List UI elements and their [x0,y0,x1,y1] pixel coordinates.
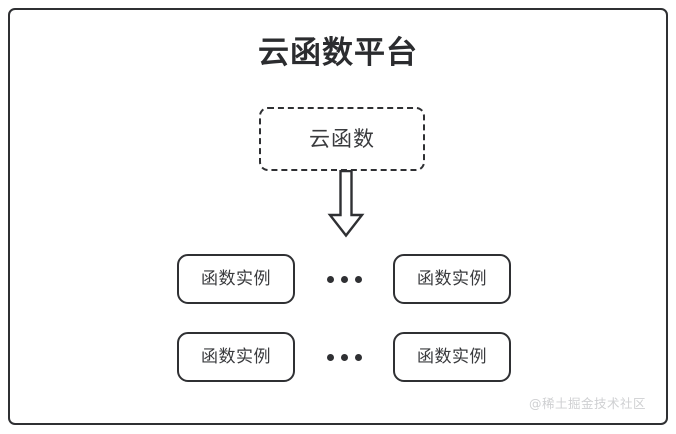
function-instance-node: 函数实例 [393,332,511,382]
function-instance-node: 函数实例 [177,332,295,382]
watermark: @稀土掘金技术社区 [528,395,646,411]
function-instance-label: 函数实例 [201,268,271,289]
ellipsis-dot [326,353,334,361]
cloud-function-platform-container: 云函数平台 云函数 函数实例 函数实例 函数实例 [8,8,668,425]
ellipsis-separator-icon [326,254,362,304]
function-instance-label: 函数实例 [417,346,487,367]
cloud-function-node: 云函数 [259,107,425,171]
ellipsis-dot [354,275,362,283]
ellipsis-dot [340,275,348,283]
ellipsis-dot [340,353,348,361]
ellipsis-separator-icon [326,332,362,382]
function-instance-node: 函数实例 [177,254,295,304]
function-instance-label: 函数实例 [201,346,271,367]
cloud-function-label: 云函数 [309,126,375,151]
instance-row: 函数实例 函数实例 [177,332,511,382]
function-instance-node: 函数实例 [393,254,511,304]
instance-row: 函数实例 函数实例 [177,254,511,304]
function-instance-label: 函数实例 [417,268,487,289]
down-block-arrow-icon [324,170,368,238]
page-title: 云函数平台 [258,35,418,71]
ellipsis-dot [354,353,362,361]
ellipsis-dot [326,275,334,283]
